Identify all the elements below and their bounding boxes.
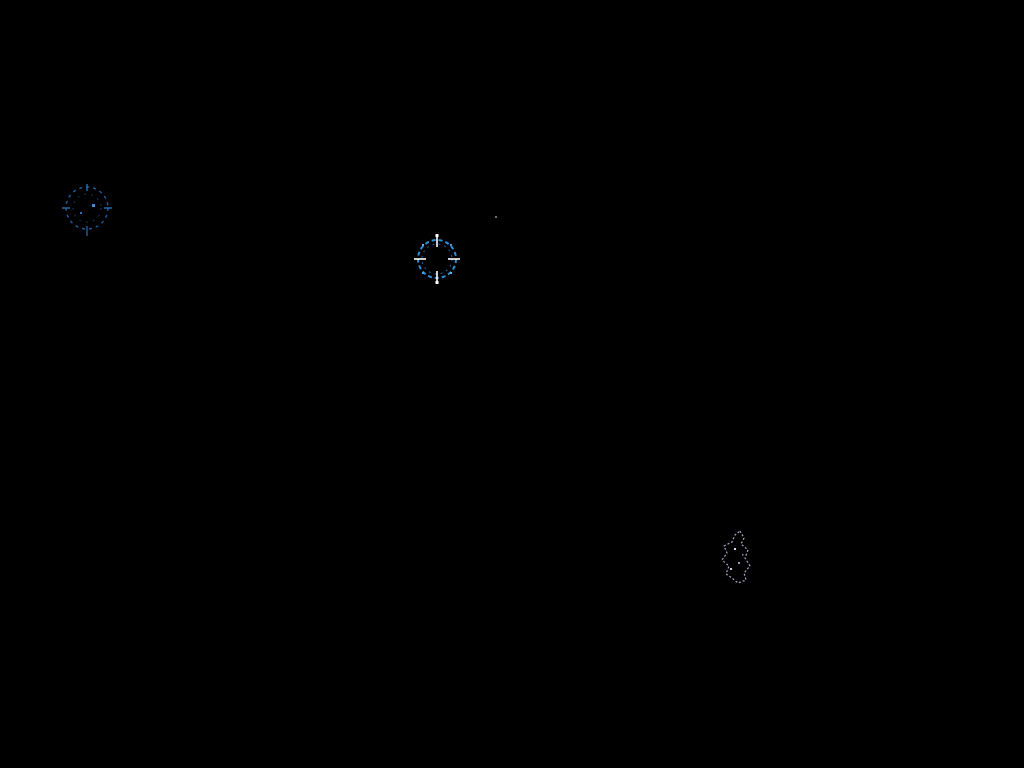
crosshair-icon <box>410 232 464 286</box>
asteroid-icon <box>714 528 758 586</box>
dim-ring-icon <box>58 182 116 238</box>
speck-icon <box>495 216 498 219</box>
